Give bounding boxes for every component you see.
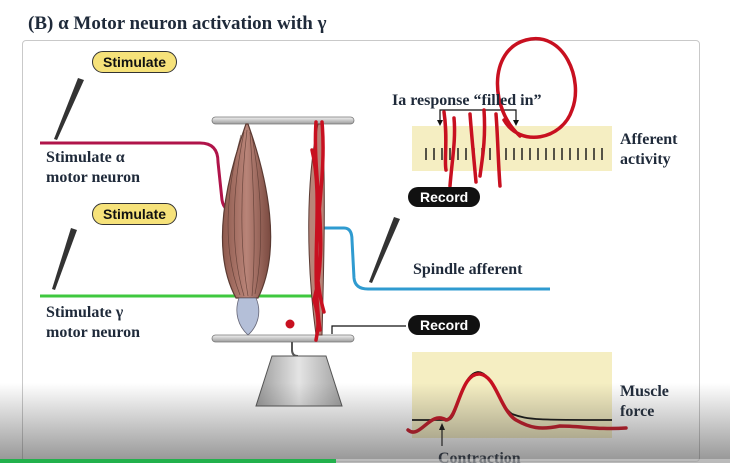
top-rod — [211, 116, 355, 125]
muscle-icon — [221, 123, 272, 336]
video-progress-bar[interactable] — [0, 459, 730, 463]
stimulate-gamma-button: Stimulate — [92, 203, 178, 225]
muscle-force-label: Muscle force — [620, 383, 669, 420]
annotation-dot — [285, 319, 295, 329]
bottom-rod — [211, 334, 355, 343]
video-progress-fill — [0, 459, 336, 463]
stimulate-gamma-label: Stimulate γ motor neuron — [46, 304, 141, 341]
hook — [291, 342, 299, 357]
electrode-record-icon — [369, 217, 400, 283]
afferent-activity-label: Afferent activity — [620, 131, 678, 168]
record-pointer-line — [331, 325, 406, 334]
record-force-badge: Record — [408, 315, 481, 335]
electrode-gamma-icon — [52, 228, 77, 290]
spindle-afferent-label: Spindle afferent — [413, 261, 523, 278]
stimulate-alpha-label: Stimulate α motor neuron — [46, 149, 141, 186]
record-afferent-badge: Record — [408, 187, 481, 207]
spindle-afferent-line — [320, 226, 550, 291]
weight-icon — [255, 355, 343, 407]
stimulate-alpha-button: Stimulate — [92, 51, 178, 73]
ia-response-label: Ia response “filled in” — [392, 92, 542, 109]
electrode-alpha-icon — [54, 78, 84, 140]
figure-title: (B) α Motor neuron activation with γ — [28, 13, 327, 34]
ia-response-bracket — [439, 109, 517, 120]
